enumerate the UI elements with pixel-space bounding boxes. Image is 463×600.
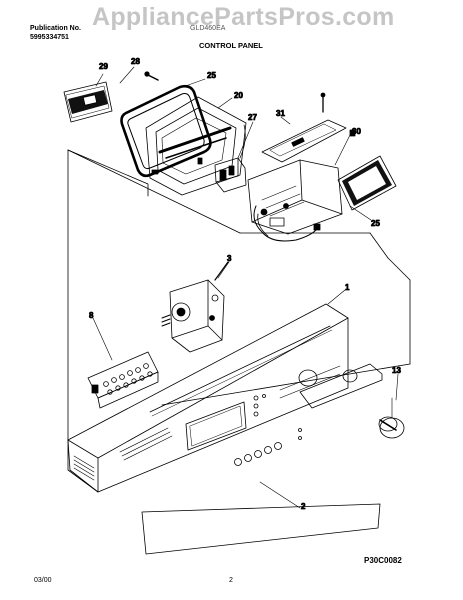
- section-title: CONTROL PANEL: [199, 41, 263, 50]
- watermark: AppliancePartsPros.com: [92, 3, 395, 31]
- footer-page-number: 2: [229, 577, 233, 584]
- part-2-lower-panel: [141, 503, 381, 555]
- part-29-lens: [63, 81, 113, 123]
- publication-number: 5995334751: [30, 34, 69, 41]
- part-3-timer: [161, 261, 229, 353]
- callout-28: 28: [131, 57, 140, 66]
- callout-2: 2: [301, 502, 306, 511]
- model-name: GLD460EA: [190, 25, 226, 32]
- callout-1: 1: [345, 283, 350, 292]
- part-1-control-panel: [67, 303, 349, 493]
- callout-20: 20: [234, 91, 243, 100]
- part-30-module: [247, 159, 343, 242]
- callout-8: 8: [89, 311, 94, 320]
- part-25-pad: [337, 155, 397, 211]
- diagram-code: P30C0082: [364, 556, 402, 565]
- callout-3: 3: [227, 254, 232, 263]
- part-27-relay: [214, 124, 247, 193]
- callout-27: 27: [248, 113, 257, 122]
- callout-25-right: 25: [371, 219, 380, 228]
- part-20-housing: [145, 96, 247, 196]
- callout-31: 31: [276, 109, 285, 118]
- part-8-switch-board: [87, 351, 159, 409]
- callout-13: 13: [392, 366, 401, 375]
- screw-part: [144, 71, 159, 81]
- callout-labels: 29 28 25 20 27 31 30 25 3 1 8 13 2: [89, 57, 402, 512]
- part-28-gasket: [120, 84, 212, 178]
- part-31-bracket: [261, 92, 356, 163]
- callout-30: 30: [352, 127, 361, 136]
- front-overlay: [299, 363, 383, 409]
- leader-lines: [92, 66, 399, 509]
- callout-29: 29: [99, 62, 108, 71]
- callout-25-top: 25: [207, 71, 216, 80]
- background-frame: [67, 149, 411, 441]
- footer-date: 03/00: [34, 577, 52, 584]
- part-13-knob: [378, 397, 405, 439]
- publication-label: Publication No.: [30, 25, 81, 32]
